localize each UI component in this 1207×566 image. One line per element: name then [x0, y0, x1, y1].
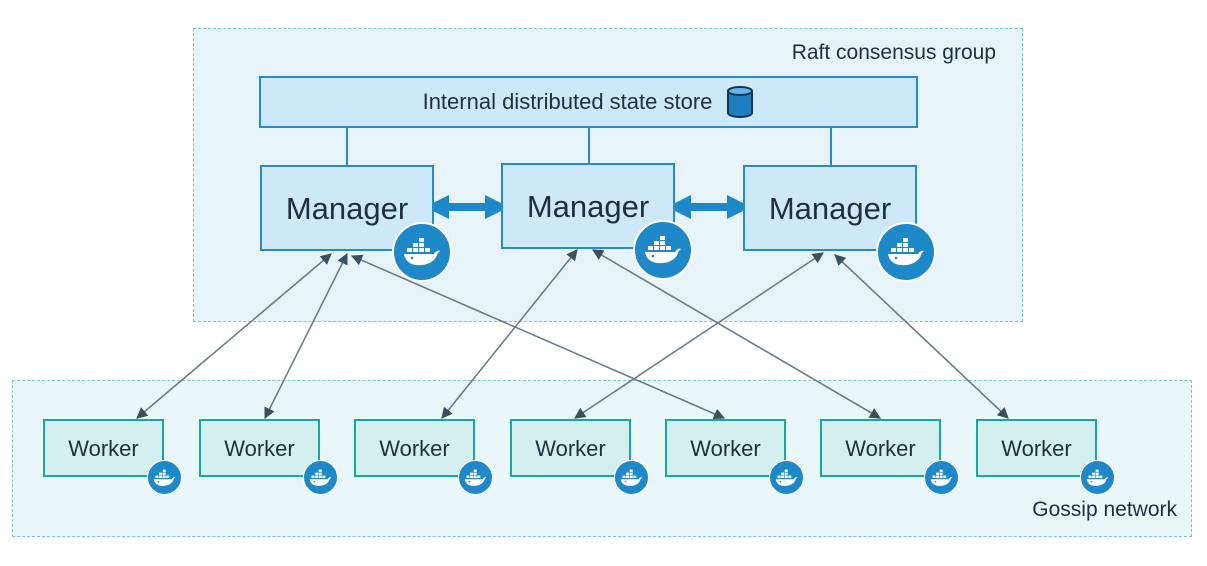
worker-label: Worker [535, 436, 606, 461]
worker-label: Worker [690, 436, 761, 461]
docker-whale-icon [876, 222, 936, 282]
worker-node-4: Worker [510, 419, 631, 477]
docker-whale-icon [769, 460, 804, 495]
worker-label: Worker [68, 436, 139, 461]
worker-node-2: Worker [199, 419, 320, 477]
worker-link-1 [136, 253, 332, 419]
docker-whale-icon [392, 222, 452, 282]
docker-whale-icon [633, 220, 693, 280]
worker-label: Worker [845, 436, 916, 461]
worker-label: Worker [379, 436, 450, 461]
docker-whale-icon [924, 460, 959, 495]
docker-whale-icon [147, 460, 182, 495]
docker-whale-icon [1080, 460, 1115, 495]
gossip-network-label: Gossip network [1032, 498, 1177, 521]
manager-node-2: Manager [501, 163, 675, 249]
worker-link-3 [350, 254, 726, 420]
state-store-box: Internal distributed state store [259, 76, 918, 128]
worker-label: Worker [1001, 436, 1072, 461]
manager-node-3: Manager [743, 165, 917, 251]
docker-whale-icon [303, 460, 338, 495]
manager-label: Manager [285, 191, 409, 226]
worker-node-3: Worker [354, 419, 475, 477]
worker-node-7: Worker [976, 419, 1097, 477]
worker-link-4 [441, 249, 578, 419]
worker-link-5 [592, 249, 881, 419]
worker-link-6 [574, 252, 824, 419]
docker-whale-icon [614, 460, 649, 495]
worker-link-7 [834, 254, 1009, 419]
worker-label: Worker [224, 436, 295, 461]
docker-whale-icon [458, 460, 493, 495]
worker-link-2 [264, 252, 348, 420]
database-icon [726, 86, 754, 118]
worker-node-1: Worker [43, 419, 164, 477]
manager-label: Manager [526, 189, 650, 224]
manager-label: Manager [768, 191, 892, 226]
worker-node-6: Worker [820, 419, 941, 477]
raft-group-label: Raft consensus group [791, 41, 996, 64]
state-store-label: Internal distributed state store [422, 89, 713, 114]
worker-node-5: Worker [665, 419, 786, 477]
